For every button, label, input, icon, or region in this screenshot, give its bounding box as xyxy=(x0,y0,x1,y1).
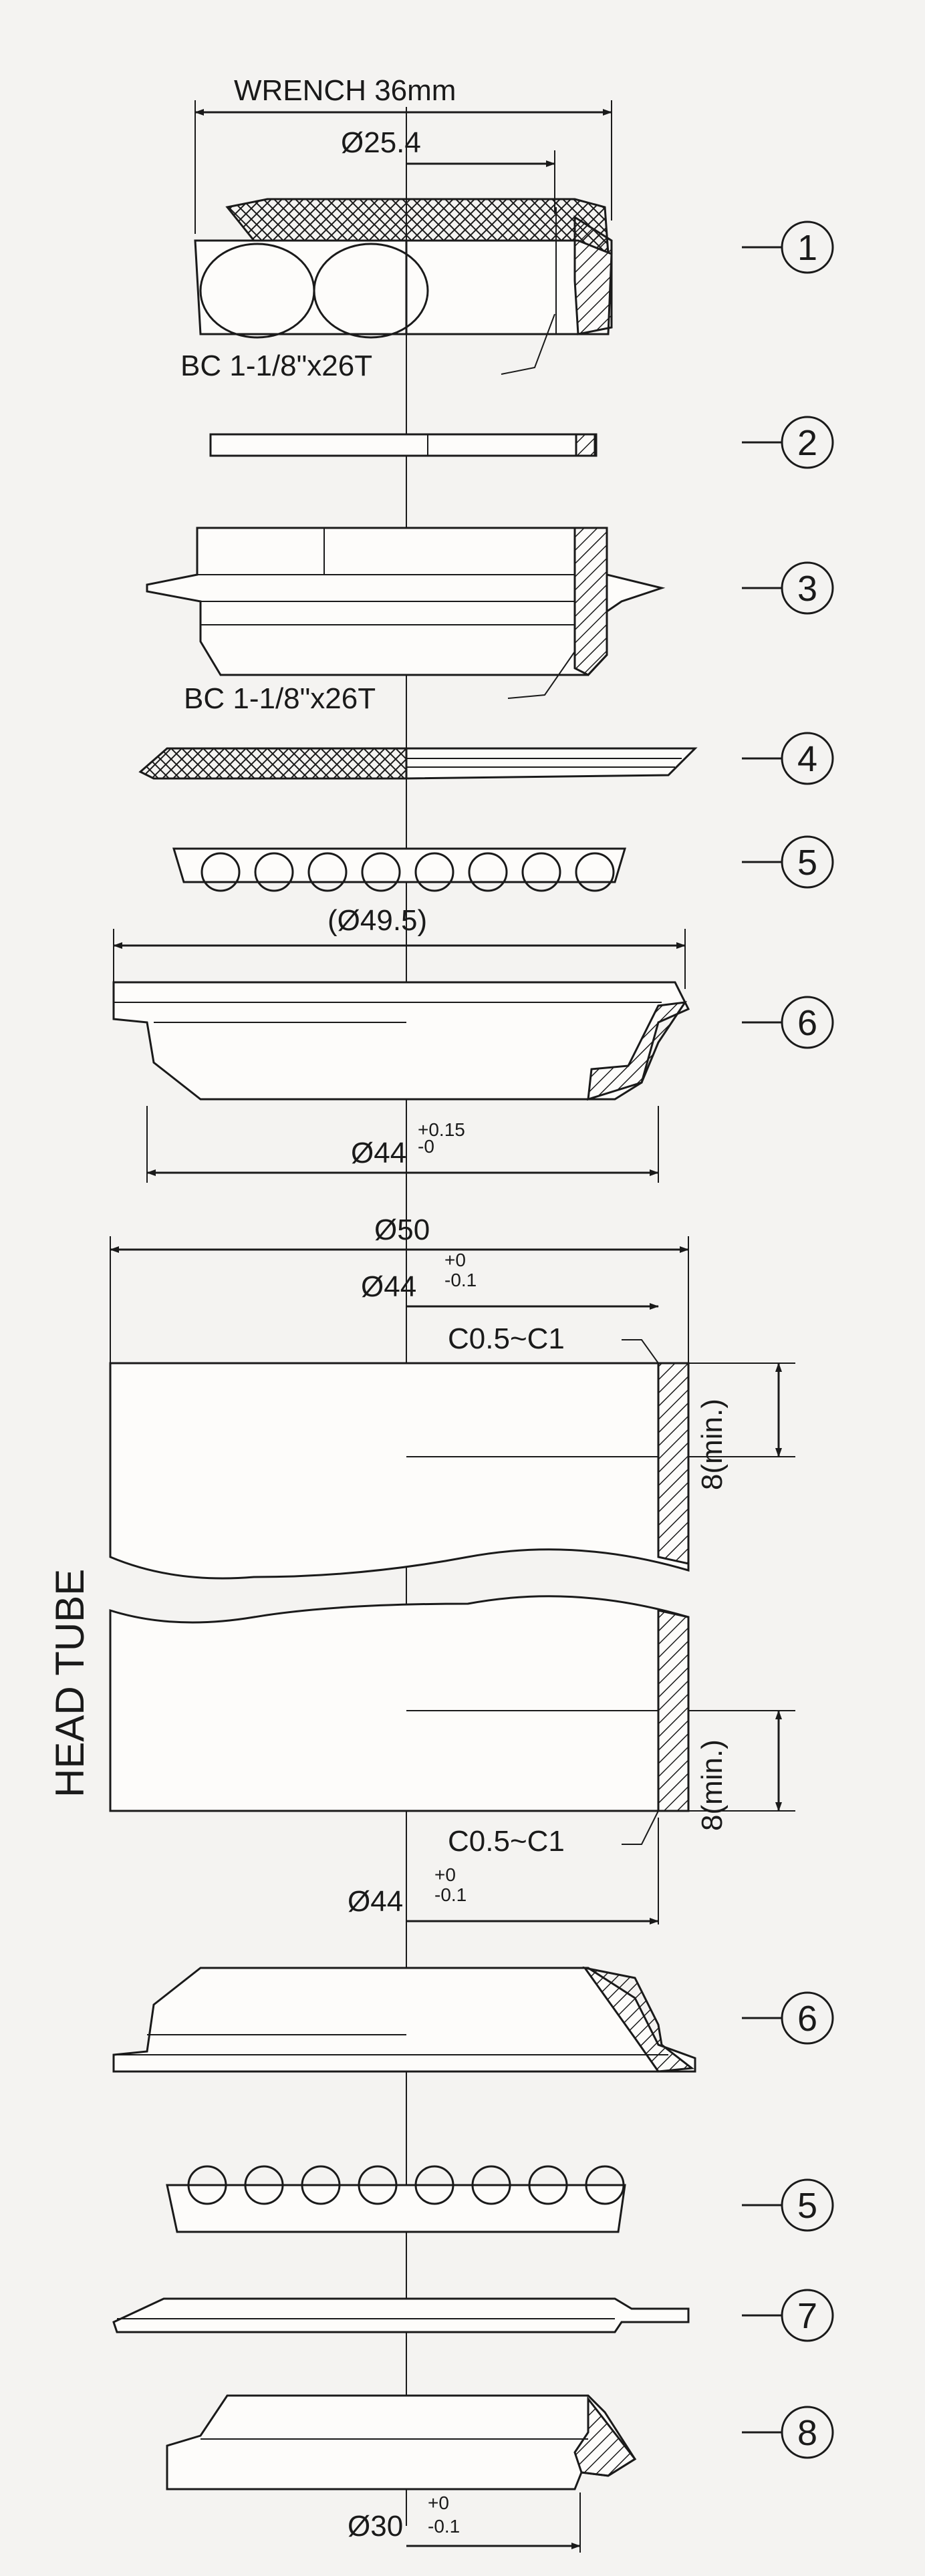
svg-text:+0: +0 xyxy=(428,2492,449,2513)
svg-text:-0: -0 xyxy=(418,1136,434,1157)
wrench-dimension-label: WRENCH 36mm xyxy=(234,74,456,107)
svg-text:Ø44: Ø44 xyxy=(361,1270,416,1303)
callout-part-4: 4 xyxy=(742,732,834,785)
chamfer-bottom-label: C0.5~C1 xyxy=(448,1825,565,1858)
svg-text:Ø44: Ø44 xyxy=(351,1137,406,1169)
d50-dimension-label: Ø50 xyxy=(374,1213,430,1246)
svg-text:+0.15: +0.15 xyxy=(418,1119,465,1140)
svg-text:6: 6 xyxy=(797,1999,817,2039)
part-8-crown-race xyxy=(166,2394,637,2553)
callout-part-2: 2 xyxy=(742,416,834,469)
svg-text:3: 3 xyxy=(797,569,817,609)
bc-mid-label: BC 1-1/8"x26T xyxy=(184,682,376,715)
d44-bottom-dimension-label: Ø44 +0 -0.1 xyxy=(348,1864,467,1918)
svg-text:-0.1: -0.1 xyxy=(428,2516,460,2537)
svg-text:-0.1: -0.1 xyxy=(434,1884,467,1905)
callout-part-8: 8 xyxy=(742,2406,834,2459)
svg-text:8: 8 xyxy=(797,2413,817,2453)
svg-text:4: 4 xyxy=(797,739,817,779)
part-6-bottom-cup xyxy=(112,1966,696,2073)
callout-part-5-bottom: 5 xyxy=(742,2178,834,2232)
d49-5-dimension-label: (Ø49.5) xyxy=(327,904,427,937)
svg-text:Ø44: Ø44 xyxy=(348,1885,403,1918)
callout-part-6-bottom: 6 xyxy=(742,1991,834,2045)
d25-4-dimension-label: Ø25.4 xyxy=(341,126,421,159)
d44-cup-dimension-label: Ø44 +0.15 -0 xyxy=(351,1119,465,1169)
callout-part-1: 1 xyxy=(742,221,834,274)
svg-text:5: 5 xyxy=(797,2186,817,2226)
svg-text:6: 6 xyxy=(797,1003,817,1043)
head-tube xyxy=(109,1236,795,1924)
svg-text:1: 1 xyxy=(797,228,817,268)
svg-text:+0: +0 xyxy=(434,1864,456,1885)
svg-text:2: 2 xyxy=(797,423,817,463)
callout-part-5-top: 5 xyxy=(742,835,834,889)
part-5-top-bearing xyxy=(172,847,627,892)
svg-text:+0: +0 xyxy=(444,1250,466,1270)
bc-top-label: BC 1-1/8"x26T xyxy=(180,349,372,382)
part-2-washer xyxy=(209,433,598,457)
svg-text:5: 5 xyxy=(797,843,817,883)
callout-part-7: 7 xyxy=(742,2289,834,2342)
part-1-locknut xyxy=(194,100,613,375)
min-length-bottom-label: 8(min.) xyxy=(696,1739,729,1831)
callout-part-3: 3 xyxy=(742,561,834,615)
min-length-top-label: 8(min.) xyxy=(696,1399,729,1490)
d30-dimension-label: Ø30 +0 -0.1 xyxy=(348,2492,460,2543)
d44-top-dimension-label: Ø44 +0 -0.1 xyxy=(361,1250,477,1303)
svg-text:Ø30: Ø30 xyxy=(348,2510,403,2543)
callout-part-6-top: 6 xyxy=(742,996,834,1049)
svg-text:-0.1: -0.1 xyxy=(444,1270,477,1290)
chamfer-top-label: C0.5~C1 xyxy=(448,1322,565,1355)
part-5-bottom-bearing xyxy=(166,2165,626,2233)
svg-text:7: 7 xyxy=(797,2296,817,2336)
part-3-top-cup xyxy=(146,527,666,699)
part-6-top-cup xyxy=(112,929,690,1183)
part-7-seal xyxy=(112,2297,690,2333)
part-4-seal xyxy=(138,747,698,780)
head-tube-label: HEAD TUBE xyxy=(47,1569,92,1798)
